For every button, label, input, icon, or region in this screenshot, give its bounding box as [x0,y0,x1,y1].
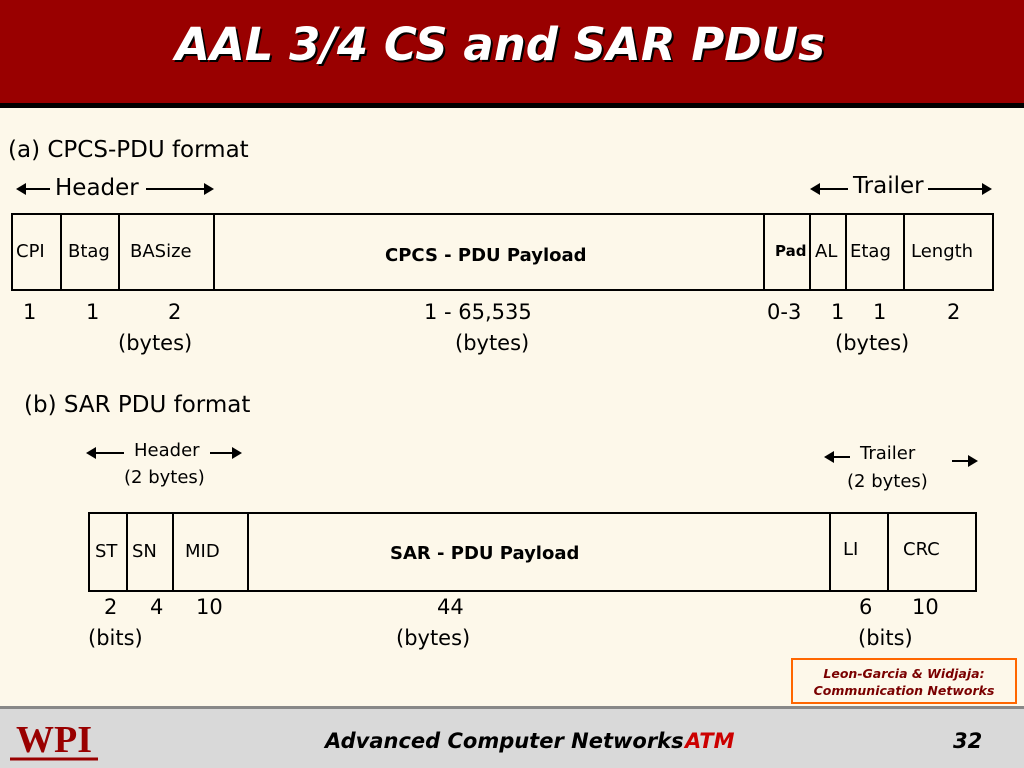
cpcs-size-cpi: 1 [23,300,37,324]
credit-line-1: Leon-Garcia & Widjaja: [823,666,985,681]
footer-bar [0,706,1024,768]
cpcs-units-header: (bytes) [118,331,193,355]
cpcs-size-pad: 0-3 [767,300,802,324]
sar-field-crc: CRC [903,539,940,560]
sar-trailer-arrow-right [952,455,978,467]
sar-field-payload: SAR - PDU Payload [390,543,580,564]
cpcs-field-pad: Pad [775,242,807,260]
sar-size-mid: 10 [196,595,223,619]
divider [887,512,889,592]
cpcs-trailer-label: Trailer [853,173,924,199]
page-number: 32 [953,729,983,753]
cpcs-size-btag: 1 [86,300,100,324]
divider [172,512,174,592]
footer-course: Advanced Computer Networks [325,729,684,753]
sar-trailer-arrow-left [824,451,850,463]
credit-box: Leon-Garcia & Widjaja: Communication Net… [791,658,1017,704]
cpcs-units-payload: (bytes) [455,331,530,355]
sar-size-sn: 4 [150,595,164,619]
sar-pdu-box [88,512,977,592]
cpcs-header-arrow-right [146,183,214,195]
sar-header-arrow-left [86,447,124,459]
cpcs-size-payload: 1 - 65,535 [424,300,532,324]
sar-caption: (b) SAR PDU format [24,392,251,418]
divider [903,213,905,291]
sar-header-label: Header [134,440,200,461]
sar-field-li: LI [843,539,859,560]
cpcs-field-basize: BASize [130,241,192,262]
cpcs-header-label: Header [55,175,139,201]
sar-size-payload: 44 [437,595,464,619]
sar-field-mid: MID [185,541,220,562]
divider [845,213,847,291]
sar-size-li: 6 [859,595,873,619]
cpcs-field-payload: CPCS - PDU Payload [385,245,587,266]
cpcs-caption: (a) CPCS-PDU format [8,137,249,163]
cpcs-trailer-arrow-left [810,183,848,195]
divider [829,512,831,592]
cpcs-field-etag: Etag [850,241,891,262]
title-bar [0,0,1024,108]
credit-line-2: Communication Networks [813,683,995,698]
divider [60,213,62,291]
cpcs-field-cpi: CPI [16,241,45,262]
cpcs-field-al: AL [815,241,838,262]
sar-units-payload: (bytes) [396,626,471,650]
cpcs-size-al: 1 [831,300,845,324]
wpi-logo: WPI [4,712,104,766]
sar-header-size: (2 bytes) [124,467,205,488]
sar-size-st: 2 [104,595,118,619]
divider [213,213,215,291]
footer-topic: ATM [685,729,735,753]
sar-units-header: (bits) [88,626,143,650]
sar-trailer-label: Trailer [860,443,916,464]
sar-trailer-size: (2 bytes) [847,471,928,492]
divider [809,213,811,291]
sar-field-sn: SN [132,541,157,562]
sar-field-st: ST [95,541,118,562]
divider [118,213,120,291]
cpcs-size-etag: 1 [873,300,887,324]
cpcs-pdu-box [11,213,994,291]
divider [126,512,128,592]
sar-size-crc: 10 [912,595,939,619]
divider [763,213,765,291]
cpcs-field-length: Length [911,241,974,262]
cpcs-field-btag: Btag [68,241,110,262]
divider [247,512,249,592]
sar-header-arrow-right [210,447,242,459]
slide-title: AAL 3/4 CS and SAR PDUs [175,18,825,71]
cpcs-units-trailer: (bytes) [835,331,910,355]
cpcs-size-length: 2 [947,300,961,324]
sar-units-trailer: (bits) [858,626,913,650]
cpcs-size-basize: 2 [168,300,182,324]
cpcs-trailer-arrow-right [928,183,992,195]
wpi-logo-text: WPI [16,719,92,761]
cpcs-header-arrow-left [16,183,50,195]
